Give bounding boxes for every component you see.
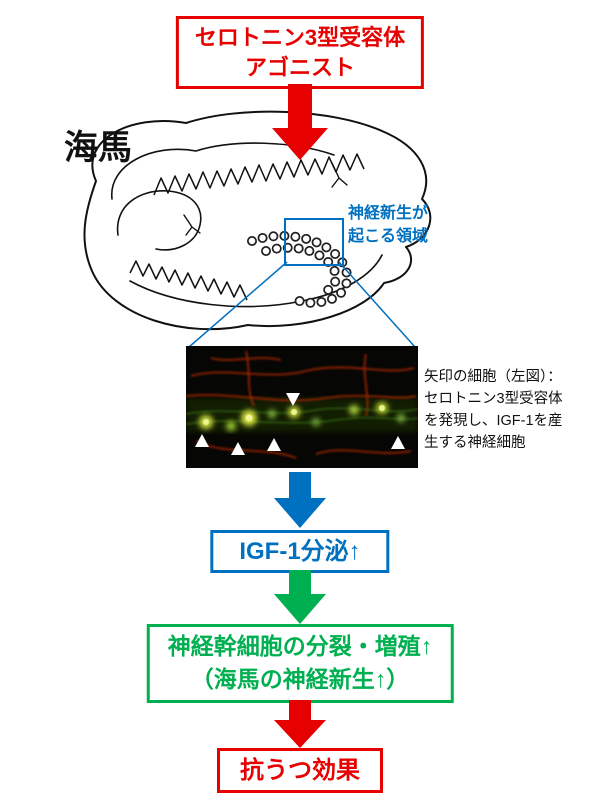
caption-line1: 矢印の細胞（左図）： bbox=[424, 369, 562, 385]
serotonin-agonist-line2: アゴニスト bbox=[244, 54, 355, 80]
serotonin-agonist-box: セロトニン3型受容体 アゴニスト bbox=[175, 16, 425, 90]
green-fibers bbox=[186, 407, 418, 425]
neurogenesis-region-label: 神経新生が 起こる領域 bbox=[348, 202, 428, 248]
igf1-box-text: IGF-1分泌 bbox=[239, 538, 349, 565]
neurogenesis-box: 神経幹細胞の分裂・増殖↑ （海馬の神経新生↑） bbox=[146, 624, 454, 703]
region-label-line2: 起こる領域 bbox=[348, 228, 429, 246]
red-down-arrow-1 bbox=[272, 84, 328, 160]
green-down-arrow bbox=[274, 570, 326, 624]
blue-down-arrow bbox=[274, 472, 326, 528]
region-highlight-rect bbox=[284, 218, 344, 266]
caption-line3: を発現し、IGF-1を産 bbox=[424, 413, 563, 429]
green-cells bbox=[199, 402, 405, 431]
antidepressant-text: 抗うつ効果 bbox=[240, 757, 360, 784]
hippocampus-label: 海馬 bbox=[64, 129, 132, 167]
micrograph-caption: 矢印の細胞（左図）： セロトニン3型受容体 を発現し、IGF-1を産 生する神経… bbox=[424, 366, 610, 454]
white-arrowheads bbox=[195, 393, 405, 455]
caption-line4: 生する神経細胞 bbox=[424, 435, 526, 451]
red-down-arrow-2 bbox=[274, 700, 326, 748]
neurogenesis-line1: 神経幹細胞の分裂・増殖↑ bbox=[167, 633, 433, 659]
igf1-secretion-box: IGF-1分泌↑ bbox=[210, 530, 390, 574]
serotonin-agonist-line1: セロトニン3型受容体 bbox=[194, 25, 406, 50]
region-label-line1: 神経新生が bbox=[348, 205, 429, 222]
neurogenesis-line2: （海馬の神経新生↑） bbox=[190, 666, 410, 693]
antidepressant-effect-box: 抗うつ効果 bbox=[217, 748, 383, 794]
caption-line2: セロトニン3型受容体 bbox=[424, 391, 563, 407]
fluorescence-micrograph bbox=[186, 346, 418, 468]
igf1-up-arrow: ↑ bbox=[348, 538, 361, 565]
